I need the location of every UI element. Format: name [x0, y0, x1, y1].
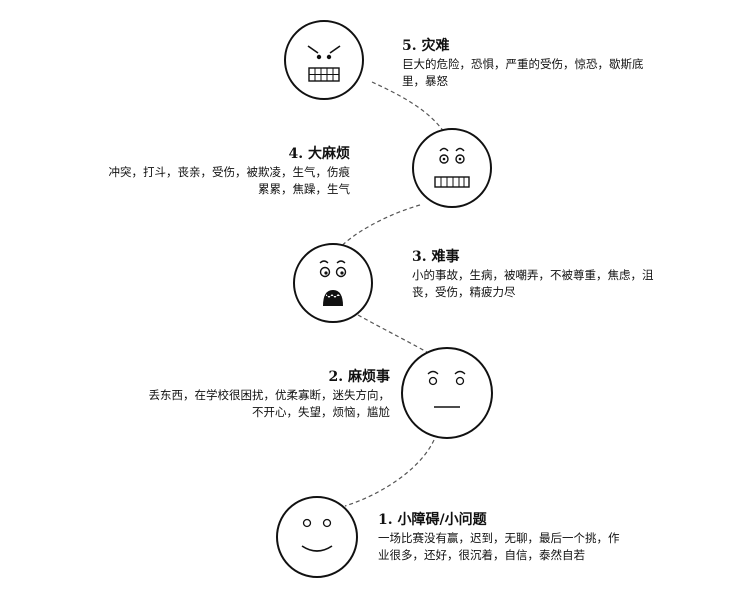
level-5-description-line-1: 巨大的危险，恐惧，严重的受伤，惊恐，歇斯底	[402, 57, 644, 71]
level-5-title: 5. 灾难	[402, 38, 450, 54]
level-1-label: 1. 小障碍/小问题 一场比赛没有赢，迟到，无聊，最后一个挑，作 业很多，还好，…	[378, 510, 678, 564]
level-1-title: 1. 小障碍/小问题	[378, 512, 487, 528]
level-2-title: 2. 麻烦事	[328, 369, 391, 385]
level-2-description-line-1: 丢东西，在学校很困扰，优柔寡断，迷失方向，	[148, 388, 391, 402]
level-3-title: 3. 难事	[412, 249, 460, 265]
level-1-description-line-1: 一场比赛没有赢，迟到，无聊，最后一个挑，作	[378, 531, 620, 545]
level-2-label: 2. 麻烦事 丢东西，在学校很困扰，优柔寡断，迷失方向， 不开心，失望，烦恼，尴…	[78, 367, 391, 421]
level-3-description-line-1: 小的事故，生病，被嘲弄，不被尊重，焦虑，沮	[412, 268, 654, 282]
level-2-description-line-2: 不开心，失望，烦恼，尴尬	[252, 405, 390, 419]
level-3-description-line-2: 丧，受伤，精疲力尽	[412, 285, 516, 299]
level-5-description-line-2: 里，暴怒	[402, 74, 448, 88]
level-5-label: 5. 灾难 巨大的危险，恐惧，严重的受伤，惊恐，歇斯底 里，暴怒	[402, 36, 702, 90]
level-4-description-line-2: 累累，焦躁，生气	[258, 182, 350, 196]
level-1-description-line-2: 业很多，还好，很沉着，自信，泰然自若	[378, 548, 585, 562]
level-4-title: 4. 大麻烦	[288, 146, 351, 162]
level-4-description-line-1: 冲突，打斗，丧亲，受伤，被欺凌，生气，伤痕	[108, 165, 351, 179]
level-3-label: 3. 难事 小的事故，生病，被嘲弄，不被尊重，焦虑，沮 丧，受伤，精疲力尽	[412, 247, 712, 301]
level-4-label: 4. 大麻烦 冲突，打斗，丧亲，受伤，被欺凌，生气，伤痕 累累，焦躁，生气	[40, 144, 351, 198]
